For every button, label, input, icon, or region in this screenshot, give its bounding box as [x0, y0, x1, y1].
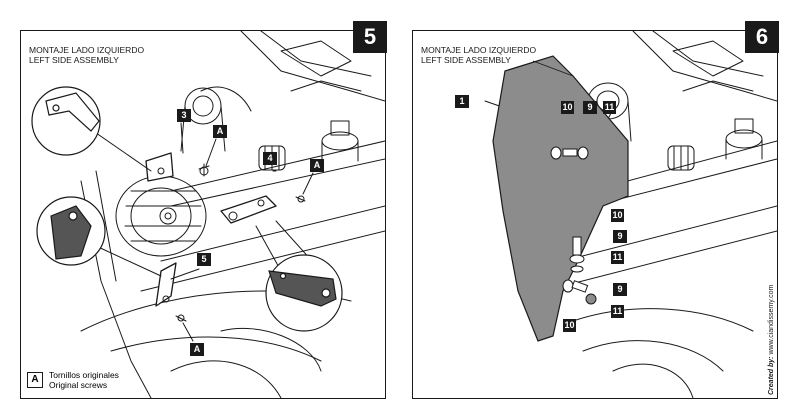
callout-10: 10 — [561, 101, 574, 114]
callout-9: 9 — [613, 283, 627, 296]
step-6-title: MONTAJE LADO IZQUIERDO LEFT SIDE ASSEMBL… — [421, 45, 536, 65]
callout-a: A — [190, 343, 204, 356]
callout-11: 11 — [611, 251, 624, 264]
step-5-title: MONTAJE LADO IZQUIERDO LEFT SIDE ASSEMBL… — [29, 45, 144, 65]
credit-line: Created by: www.ciandissemy.com — [768, 285, 775, 395]
callout-3: 3 — [177, 109, 191, 122]
title-spanish: MONTAJE LADO IZQUIERDO — [29, 45, 145, 55]
callout-10: 10 — [611, 209, 624, 222]
callout-5: 5 — [197, 253, 211, 266]
callout-9: 9 — [613, 230, 627, 243]
step-5-panel: MONTAJE LADO IZQUIERDO LEFT SIDE ASSEMBL… — [20, 21, 387, 399]
step-6-panel: MONTAJE LADO IZQUIERDO LEFT SIDE ASSEMBL… — [412, 21, 779, 399]
step-number: 6 — [745, 21, 779, 53]
callout-9: 9 — [583, 101, 597, 114]
callout-1: 1 — [455, 95, 469, 108]
title-english: LEFT SIDE ASSEMBLY — [421, 55, 511, 65]
legend-spanish: Tornillos originales — [49, 370, 119, 380]
title-spanish: MONTAJE LADO IZQUIERDO — [421, 45, 537, 55]
deflector-shape — [492, 55, 629, 342]
callout-11: 11 — [603, 101, 616, 114]
title-english: LEFT SIDE ASSEMBLY — [29, 55, 119, 65]
step-number: 5 — [353, 21, 387, 53]
callout-11: 11 — [611, 305, 624, 318]
legend-english: Original screws — [49, 380, 108, 390]
callout-10: 10 — [563, 319, 576, 332]
callout-a: A — [213, 125, 227, 138]
callout-4: 4 — [263, 152, 277, 165]
step-5-illustration — [31, 31, 385, 398]
credit-site: www.ciandissemy.com — [768, 284, 775, 355]
legend-key: A — [27, 372, 43, 388]
step-6-illustration — [484, 31, 777, 398]
credit-prefix: Created by: — [768, 356, 775, 395]
callout-a: A — [310, 159, 324, 172]
